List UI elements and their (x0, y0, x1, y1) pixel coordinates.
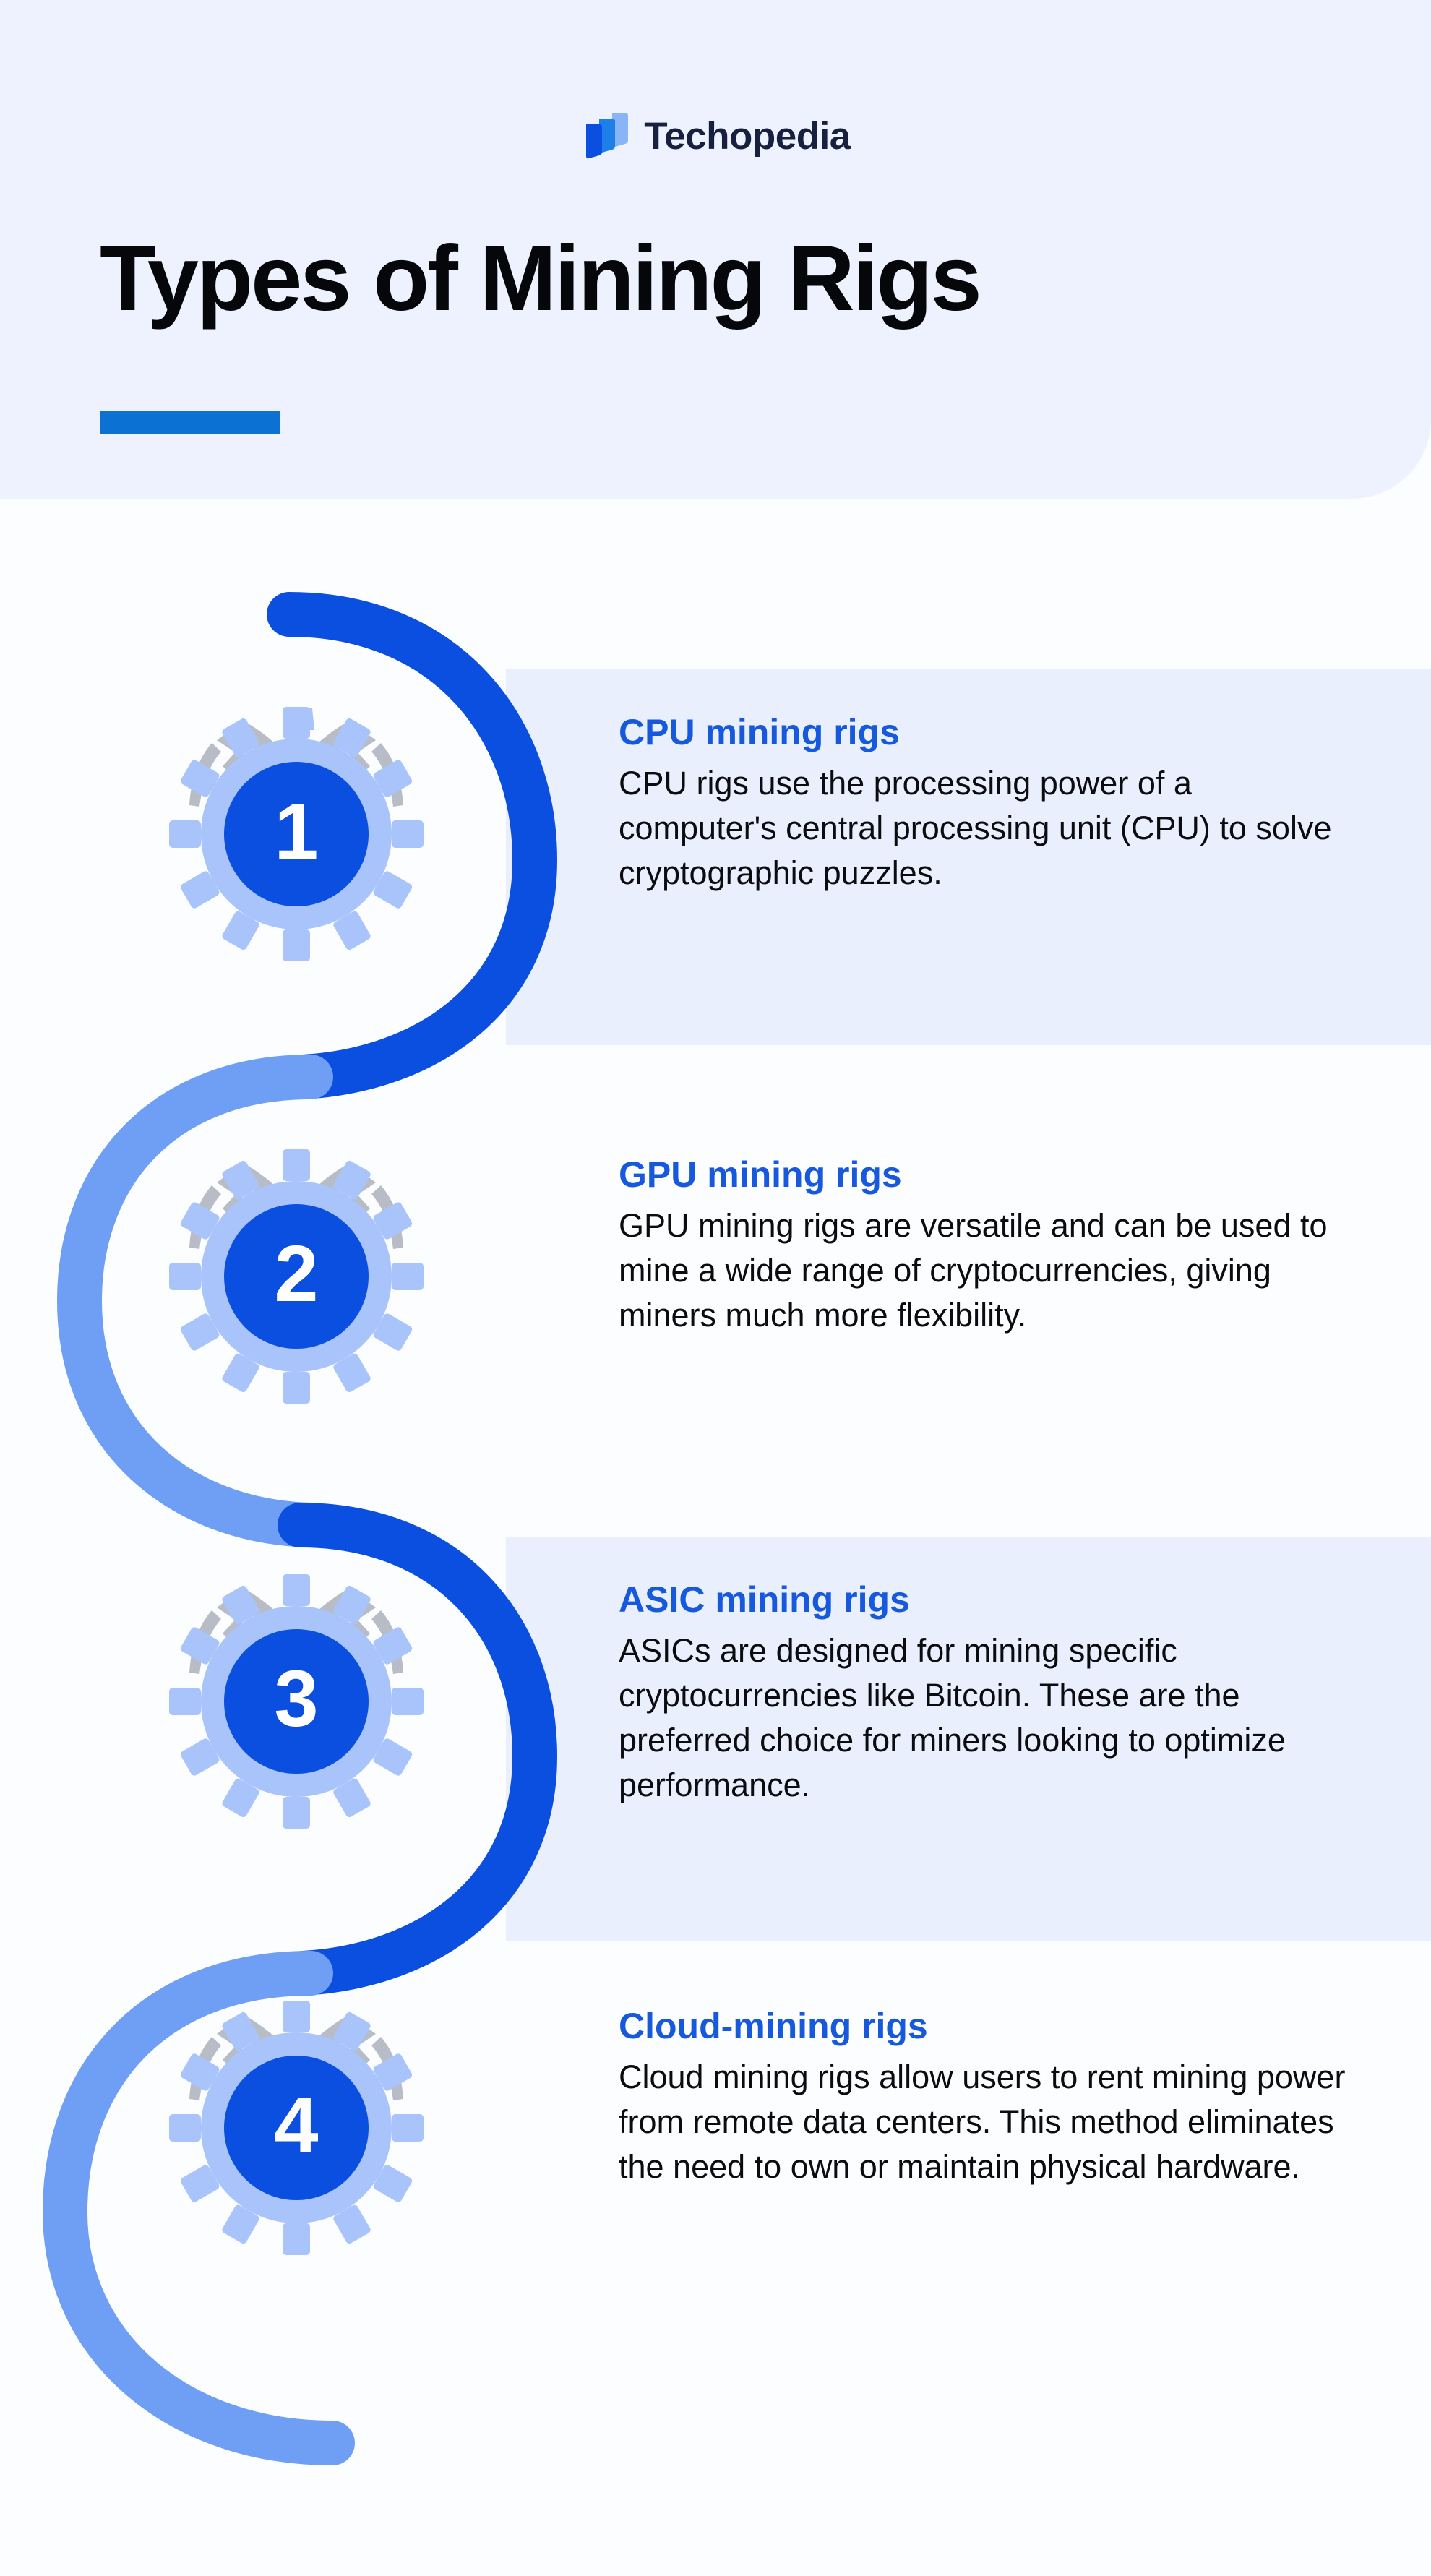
step-heading-1: CPU mining rigs (619, 712, 900, 752)
step-panel-background-1 (506, 669, 1431, 1045)
gear-center-circle (224, 762, 369, 906)
step-number-3: 3 (274, 1654, 319, 1743)
step-body-1: CPU rigs use the processing power of a c… (619, 765, 1332, 892)
step-row-2: 2 GPU mining rigs GPU mining rigs are ve… (0, 1112, 1431, 1430)
gear-with-crossed-pickaxes-icon (169, 1574, 424, 1829)
step-icon-slot-3: 3 (0, 1537, 506, 1855)
gear-with-crossed-pickaxes-icon (169, 2001, 424, 2255)
step-number-2: 2 (274, 1229, 319, 1318)
step-text-2: GPU mining rigs GPU mining rigs are vers… (506, 1112, 1431, 1338)
step-heading-4: Cloud-mining rigs (619, 2006, 928, 2046)
step-text-1: CPU mining rigs CPU rigs use the process… (506, 669, 1431, 896)
page-title: Types of Mining Rigs (100, 227, 982, 330)
step-icon-slot-2: 2 (0, 1112, 506, 1430)
techopedia-logo-icon (586, 113, 629, 159)
step-heading-3: ASIC mining rigs (619, 1579, 910, 1620)
gear-center-circle (224, 1629, 369, 1774)
step-icon-slot-1: 1 (0, 669, 506, 987)
step-row-4: 4 Cloud-mining rigs Cloud mining rigs al… (0, 1963, 1431, 2281)
step-body-2: GPU mining rigs are versatile and can be… (619, 1207, 1328, 1334)
step-text-3: ASIC mining rigs ASICs are designed for … (506, 1537, 1431, 1808)
gear-center-circle (224, 1204, 369, 1349)
header-panel: Techopedia Types of Mining Rigs (0, 0, 1431, 499)
step-icon-slot-4: 4 (0, 1963, 506, 2281)
gear-with-crossed-pickaxes-icon (169, 707, 424, 961)
brand-name: Techopedia (644, 114, 851, 158)
step-body-3: ASICs are designed for mining specific c… (619, 1632, 1286, 1804)
step-row-3: 3 ASIC mining rigs ASICs are designed fo… (0, 1537, 1431, 1855)
title-accent-bar (100, 411, 280, 434)
step-panel-background-3 (506, 1537, 1431, 1941)
steps-section: 1 CPU mining rigs CPU rigs use the proce… (0, 499, 1431, 2576)
step-row-1: 1 CPU mining rigs CPU rigs use the proce… (0, 669, 1431, 987)
serpentine-connector-ribbon (42, 592, 558, 2465)
step-number-1: 1 (274, 787, 319, 876)
step-body-4: Cloud mining rigs allow users to rent mi… (619, 2058, 1346, 2186)
gear-center-circle (224, 2056, 369, 2200)
step-heading-2: GPU mining rigs (619, 1154, 902, 1195)
brand-lockup: Techopedia (0, 110, 1431, 162)
step-text-4: Cloud-mining rigs Cloud mining rigs allo… (506, 1963, 1431, 2189)
step-number-4: 4 (274, 2081, 319, 2170)
gear-with-crossed-pickaxes-icon (169, 1149, 424, 1404)
